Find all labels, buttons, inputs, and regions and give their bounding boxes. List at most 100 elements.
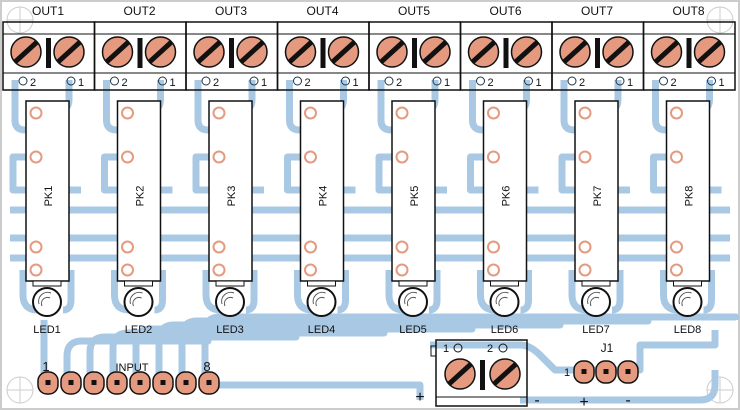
led-icon [398,287,428,317]
led-glyph [221,291,235,307]
pin-number-label: 2 [213,77,219,89]
channel-3 [185,21,279,317]
screw-slot [287,40,314,64]
pin-hole [249,76,259,86]
pin-number-label: 2 [304,77,310,89]
pin-drill [137,380,143,385]
mounting-hole-cross [707,7,733,33]
screw-slot [379,40,405,64]
led-icon [306,287,337,317]
led-label: LED1 [33,324,61,336]
led-label: LED8 [674,324,702,336]
trace [337,270,349,314]
relay-pad [304,150,317,164]
relay-tab [307,280,336,287]
led-glyph [312,291,326,307]
power-minus-label: - [534,392,539,409]
trace [155,320,564,378]
terminal-separator [595,38,600,68]
relay-pad [487,106,500,120]
pin-hole [66,76,76,86]
trace [703,270,715,314]
power-plus-label: + [415,389,424,406]
relay-pad [212,263,226,277]
relay-pad [487,150,500,164]
channel-4 [276,21,370,317]
power-pin1-label: 1 [443,343,449,355]
relay-tab [215,280,245,287]
led-label: LED3 [216,324,244,336]
relay-pad [578,263,592,277]
relay-tab [490,280,519,287]
pin-number-label: 1 [78,77,84,89]
pin-number-label: 1 [535,77,541,89]
trace [103,80,158,160]
trace [520,270,532,314]
relay-pad [121,106,134,120]
trace [611,270,624,314]
channel-5 [368,21,462,317]
output-label: OUT5 [398,4,430,18]
screw-slot [492,362,518,386]
pin-hole [18,76,28,86]
pin-number-label: 1 [352,77,358,89]
input-pin1-label: 1 [42,359,49,374]
relay-pad [670,240,683,254]
pin-number-label: 2 [30,77,36,89]
trace [178,317,652,378]
screw-slot [653,40,680,64]
relay-pad [121,263,134,277]
relay-pad [395,150,409,164]
output-label: OUT6 [489,4,521,18]
trace [210,330,719,400]
pin-hole [158,76,167,86]
pin-hole [524,76,533,86]
relay-pad [29,150,43,164]
pin-drill [45,380,51,385]
trace [560,80,616,160]
j1-pin1-label: 1 [564,367,570,379]
relay-pad [29,240,43,254]
terminal-separator [229,38,234,68]
relay-tab [124,280,153,287]
j1-minus-label: - [625,392,630,409]
led-label: LED2 [125,324,153,336]
pin-hole [201,76,211,86]
channel-2 [93,21,187,317]
screw-slot [422,40,448,64]
trace [63,320,212,378]
led-icon [215,287,245,317]
pin-hole [567,76,577,86]
trace [201,313,740,378]
pin-hole [293,76,302,86]
trace [109,320,388,378]
pin-hole [341,76,350,86]
pin-drill [581,369,587,374]
relay-pad [121,240,134,254]
channel-1 [2,21,96,317]
led-glyph [678,291,692,307]
relay-pad [670,263,683,277]
relay-body [208,100,253,282]
screw-slot [56,40,82,64]
relay-pad [395,240,409,254]
led-glyph [587,291,601,307]
relay-label: PK7 [592,186,604,207]
pin-hole [476,76,485,86]
pin-number-label: 1 [718,77,724,89]
terminal-separator [137,38,143,68]
screw-slot [696,40,723,64]
trace [11,80,67,160]
channel-6 [459,21,553,317]
output-label: OUT7 [581,4,613,18]
pin-number-label: 1 [169,77,175,89]
relay-pad [212,240,226,254]
pin-drill [183,380,189,385]
power-terminal-block [435,339,528,407]
relay-tab [581,280,611,287]
relay-pad [578,240,592,254]
relay-label: PK5 [409,186,421,207]
screw-slot [239,40,265,64]
pin-drill [91,380,97,385]
